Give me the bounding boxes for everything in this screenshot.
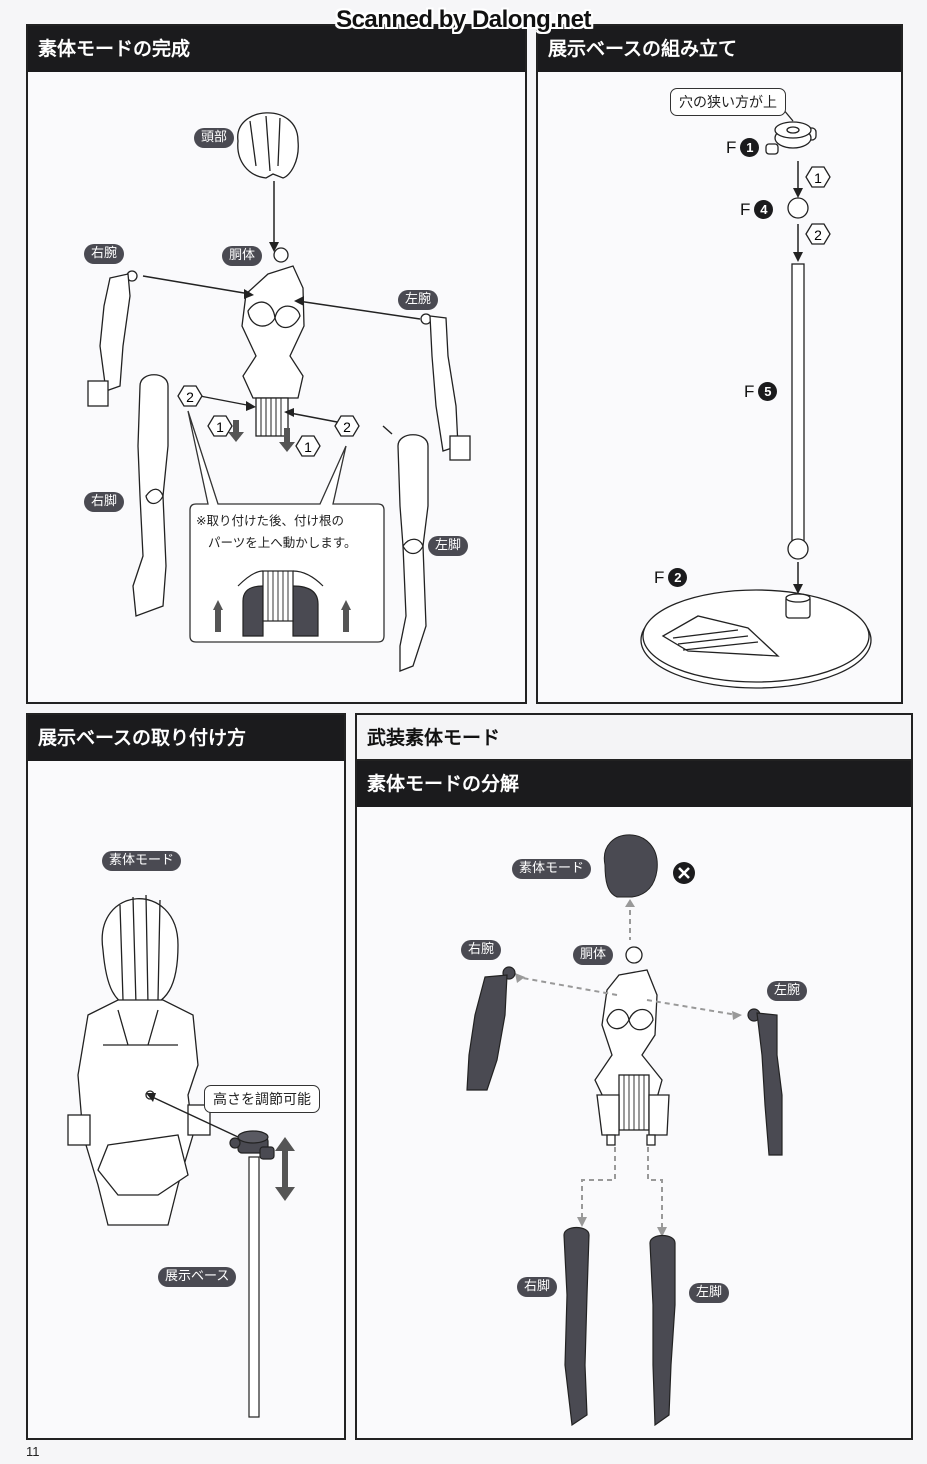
note-bubble: [187, 410, 385, 643]
height-adjust-arrow: [275, 1137, 295, 1201]
left-arm-part: [420, 313, 471, 461]
panel-title: 素体モードの完成: [28, 26, 525, 72]
panel-armed-mode: 武装素体モード 素体モードの分解: [355, 713, 913, 1440]
dashed-arrows: [516, 976, 738, 1230]
step-marker-2b: [334, 415, 360, 437]
left-leg-part: [649, 1234, 676, 1427]
callout-height-adjustable: 高さを調節可能: [204, 1085, 320, 1113]
svg-text:1: 1: [216, 419, 224, 435]
close-icon: [673, 862, 695, 884]
torso-part: [594, 946, 670, 1146]
label-display-base: 展示ベース: [158, 1267, 237, 1287]
callout-narrow-hole-up: 穴の狭い方が上: [670, 88, 786, 116]
page-number: 11: [26, 1444, 40, 1459]
left-arm-part: [747, 1008, 783, 1156]
ball-part-f4: [787, 197, 809, 219]
step-2-arrow-left: [199, 395, 253, 407]
disassembly-diagram: [466, 834, 783, 1427]
step-marker-1: [805, 166, 831, 188]
body-assembly-diagram: 2 2 1 1: [87, 112, 471, 672]
svg-text:2: 2: [186, 389, 194, 405]
note-text: ※取り付けた後、付け根の パーツを上へ動かします。: [196, 510, 357, 554]
label-left-arm: 左腕: [767, 981, 808, 1001]
label-head: 頭部: [194, 128, 235, 148]
attach-arrow: [147, 1094, 239, 1138]
panel-base-attach: 展示ベースの取り付け方 素体モード 高さを調節可能 展示ベース: [26, 713, 346, 1440]
figure-back-view: [67, 894, 211, 1226]
pole-part-f5: [791, 263, 805, 545]
label-right-arm: 右腕: [461, 940, 502, 960]
svg-text:2: 2: [343, 419, 351, 435]
label-torso: 胴体: [573, 945, 614, 965]
right-arm-part: [87, 270, 138, 407]
label-left-leg: 左脚: [428, 536, 469, 556]
joint-part-f1: [765, 108, 817, 155]
label-torso: 胴体: [222, 246, 263, 266]
base-pole: [248, 1156, 260, 1418]
step-marker-2a: [177, 385, 203, 407]
svg-text:1: 1: [814, 170, 822, 186]
note-line-2: パーツを上へ動かします。: [208, 535, 357, 550]
panel-title: 展示ベースの取り付け方: [28, 715, 344, 761]
right-leg-part: [132, 374, 169, 617]
head-part: [237, 112, 299, 179]
step-1-arrows: [228, 420, 295, 452]
panel-body-complete: 素体モードの完成: [26, 24, 527, 704]
left-leg-part: [397, 434, 429, 672]
base-assembly-diagram: 1 2: [640, 108, 872, 689]
base-attach-diagram: [67, 894, 295, 1418]
label-body-mode: 素体モード: [512, 859, 592, 879]
right-arm-part: [466, 966, 516, 1091]
label-left-leg: 左脚: [689, 1283, 730, 1303]
label-right-arm: 右腕: [84, 244, 125, 264]
panel-title: 展示ベースの組み立て: [538, 26, 901, 72]
step-marker-1a: [207, 415, 233, 437]
step-marker-1b: [295, 435, 321, 457]
right-leg-part: [563, 1226, 590, 1427]
joint-part-dark: [229, 1130, 275, 1160]
svg-text:1: 1: [304, 439, 312, 455]
head-part: [603, 834, 658, 898]
watermark: Scanned by Dalong.net: [336, 6, 591, 33]
label-left-arm: 左腕: [398, 290, 439, 310]
step-marker-2: [805, 223, 831, 245]
note-line-1: ※取り付けた後、付け根の: [196, 513, 344, 528]
svg-text:2: 2: [814, 227, 822, 243]
panel-subtitle: 素体モードの分解: [357, 761, 911, 807]
label-right-leg: 右脚: [517, 1277, 558, 1297]
up-arrows: [213, 600, 351, 632]
torso-part: [241, 247, 305, 437]
label-right-leg: 右脚: [84, 492, 125, 512]
label-body-mode: 素体モード: [102, 851, 182, 871]
note-illustration: [237, 570, 324, 637]
base-plate-f2: [640, 589, 872, 689]
panel-title: 武装素体モード: [357, 715, 911, 761]
